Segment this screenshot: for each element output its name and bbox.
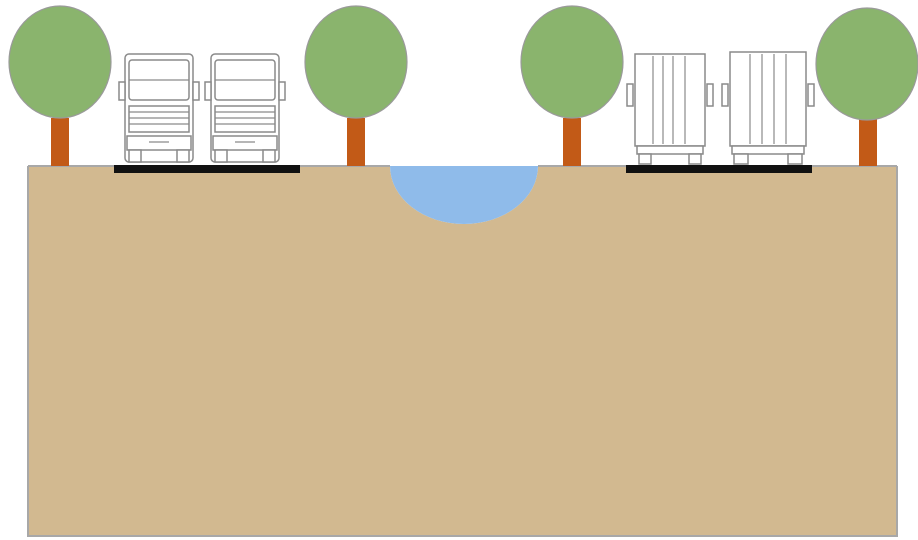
road-right: [626, 165, 812, 173]
truck-front-view: [205, 54, 285, 162]
tree-canopy: [305, 6, 407, 118]
tree-trunk: [347, 118, 365, 166]
tree-trunk: [51, 118, 69, 166]
tree-1: [9, 6, 111, 166]
tree-4: [816, 8, 918, 166]
truck-rear-view: [627, 54, 713, 164]
tree-3: [521, 6, 623, 166]
truck-front-view: [119, 54, 199, 162]
truck-rear-view: [722, 52, 814, 164]
tree-trunk: [859, 118, 877, 166]
tree-2: [305, 6, 407, 166]
tree-canopy: [816, 8, 918, 120]
tree-canopy: [521, 6, 623, 118]
road-left: [114, 165, 300, 173]
tree-trunk: [563, 118, 581, 166]
tree-canopy: [9, 6, 111, 118]
